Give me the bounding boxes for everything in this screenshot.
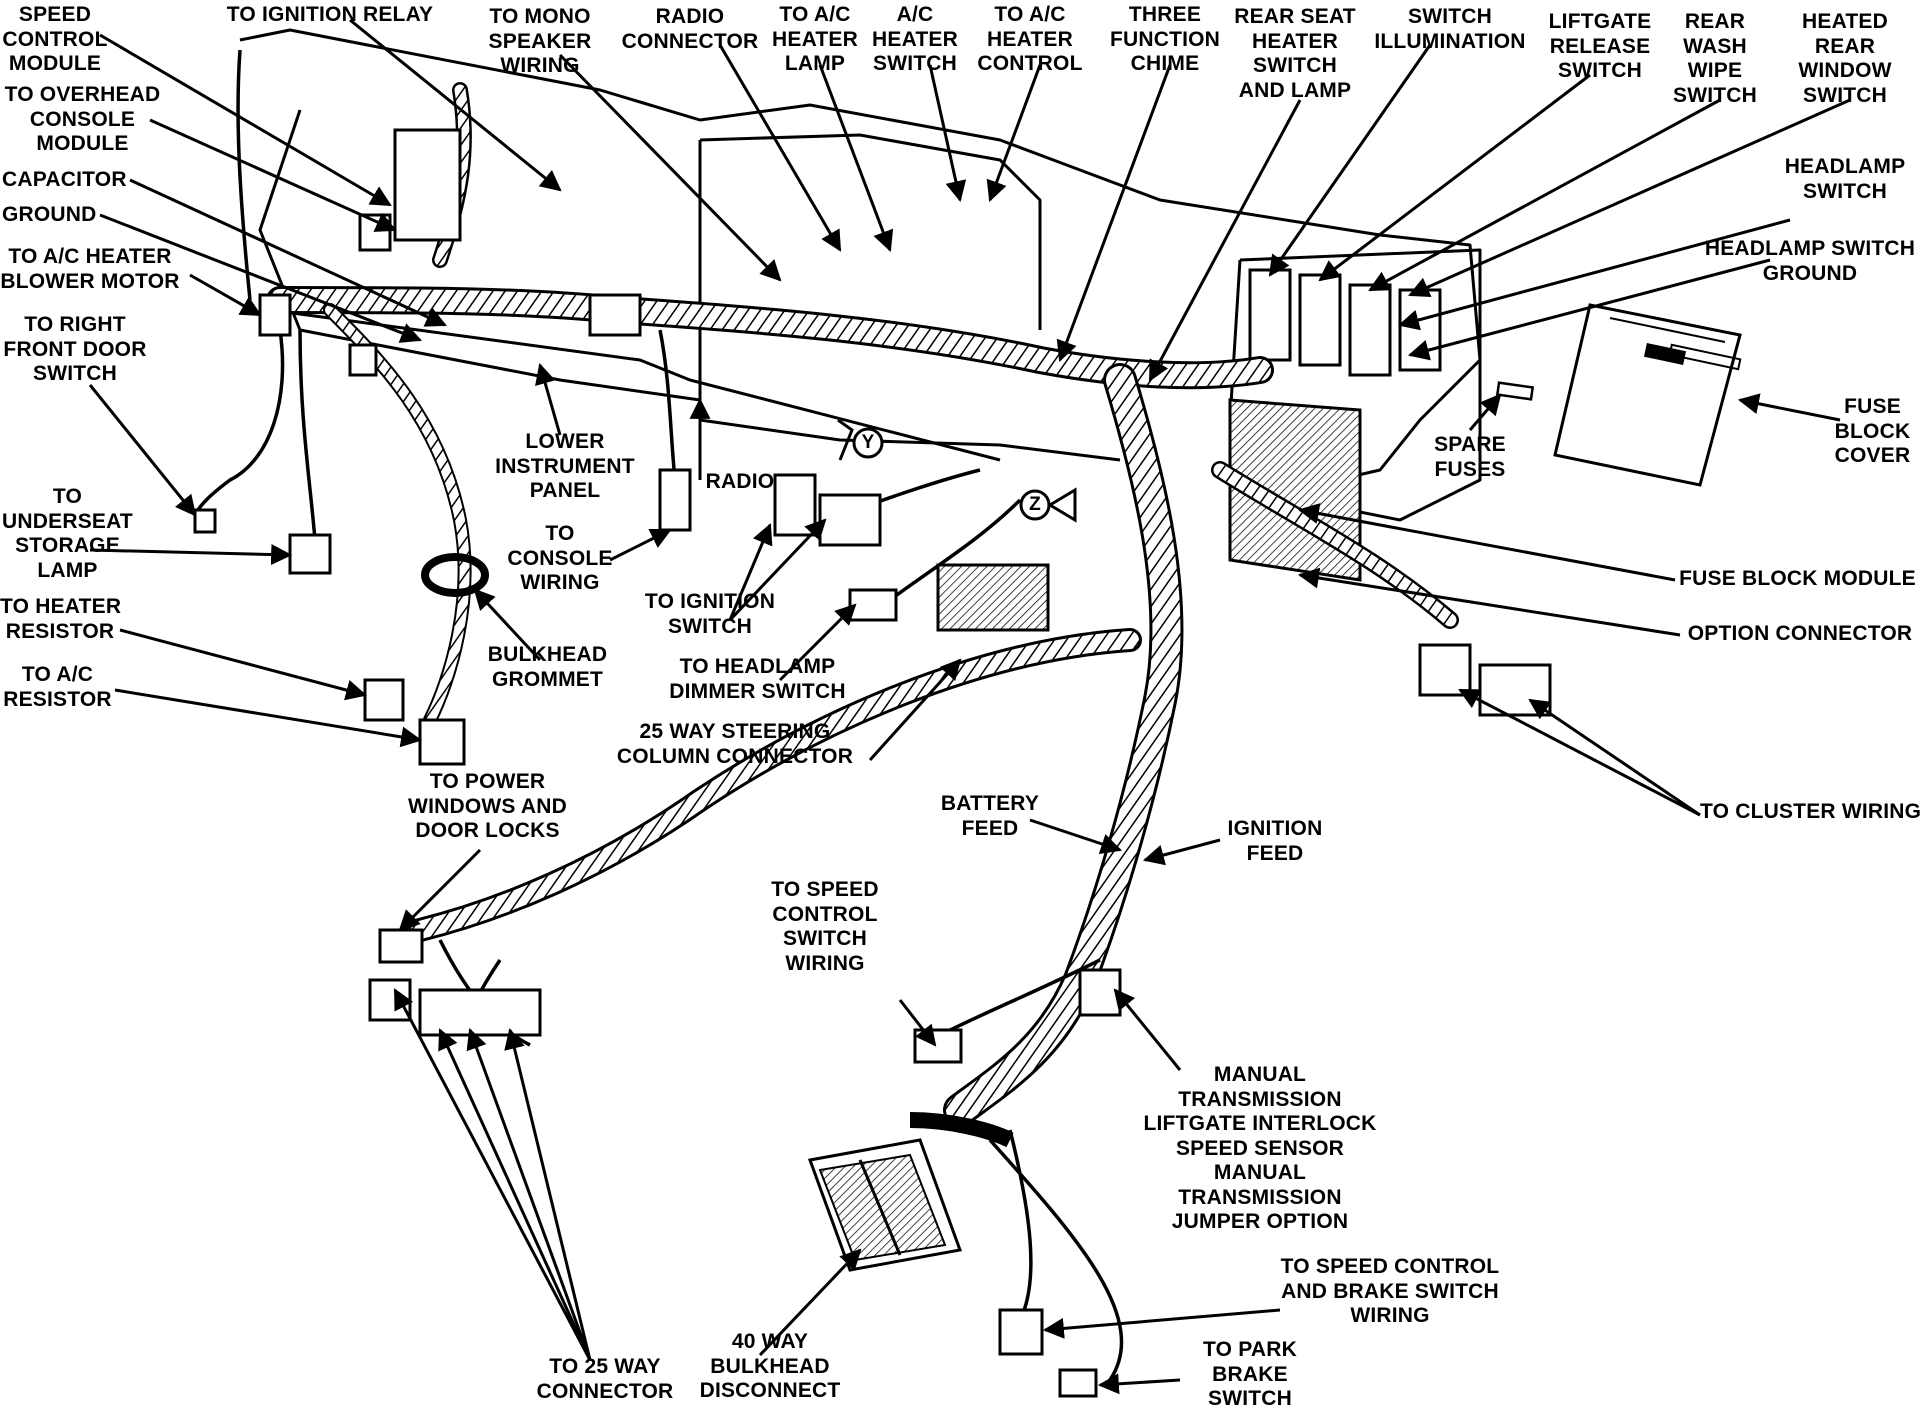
label-battery-feed: BATTERY FEED: [940, 792, 1040, 840]
label-liftgate-release-switch: LIFTGATE RELEASE SWITCH: [1548, 10, 1652, 82]
label-to-speed-control-and-brake-switch-wiring: TO SPEED CONTROL AND BRAKE SWITCH WIRING: [1280, 1255, 1500, 1327]
fuse-block-module: [1228, 268, 1442, 582]
label-switch-illumination: SWITCH ILLUMINATION: [1374, 5, 1526, 53]
label-heated-rear-window-switch: HEATED REAR WINDOW SWITCH: [1798, 10, 1892, 107]
marker-y: [837, 418, 884, 461]
label-option-connector: OPTION CONNECTOR: [1687, 622, 1913, 645]
label-rear-seat-heater-switch-and-lamp: REAR SEAT HEATER SWITCH AND LAMP: [1234, 5, 1356, 102]
bulkhead-disconnect-40-way: [807, 1112, 1014, 1272]
fuse-block-cover: [1553, 303, 1742, 487]
label-ignition-feed: IGNITION FEED: [1227, 817, 1323, 865]
thin-wires: [193, 49, 1124, 1381]
marker-z: [1019, 487, 1077, 523]
label-to-headlamp-dimmer-switch: TO HEADLAMP DIMMER SWITCH: [669, 655, 846, 703]
label-to-mono-speaker-wiring: TO MONO SPEAKER WIRING: [488, 5, 592, 77]
label-radio: RADIO: [705, 470, 775, 493]
label-to-cluster-wiring: TO CLUSTER WIRING: [1700, 800, 1922, 823]
bulkhead-grommet: [421, 553, 489, 597]
marker-y-letter: Y: [861, 432, 875, 453]
label-radio-connector: RADIO CONNECTOR: [621, 5, 759, 53]
label-40-way-bulkhead-disconnect: 40 WAY BULKHEAD DISCONNECT: [699, 1330, 841, 1402]
label-to-ignition-relay: TO IGNITION RELAY: [226, 3, 434, 26]
label-headlamp-switch-ground: HEADLAMP SWITCH GROUND: [1704, 237, 1916, 285]
label-to-overhead-console-module: TO OVERHEAD CONSOLE MODULE: [4, 83, 161, 155]
label-headlamp-switch: HEADLAMP SWITCH: [1784, 155, 1906, 203]
label-to-console-wiring: TO CONSOLE WIRING: [507, 522, 613, 594]
spare-fuse-icon: [1495, 381, 1535, 401]
label-fuse-block-module: FUSE BLOCK MODULE: [1679, 567, 1916, 590]
label-to-ac-resistor: TO A/C RESISTOR: [3, 663, 112, 711]
label-three-function-chime: THREE FUNCTION CHIME: [1109, 3, 1221, 75]
leader-lines: [88, 18, 1851, 1395]
label-steering-column-connector: 25 WAY STEERING COLUMN CONNECTOR: [616, 720, 854, 768]
label-rear-wash-wipe-switch: REAR WASH WIPE SWITCH: [1672, 10, 1758, 107]
main-harness: [266, 82, 1459, 1127]
connectors: [193, 128, 1552, 1398]
label-ac-heater-switch: A/C HEATER SWITCH: [872, 3, 958, 75]
label-speed-control-module: SPEED CONTROL MODULE: [2, 3, 108, 75]
label-spare-fuses: SPARE FUSES: [1434, 433, 1506, 481]
label-to-right-front-door-switch: TO RIGHT FRONT DOOR SWITCH: [3, 313, 147, 385]
label-manual-transmission-block: MANUAL TRANSMISSION LIFTGATE INTERLOCK S…: [1143, 1063, 1377, 1233]
label-to-ac-heater-control: TO A/C HEATER CONTROL: [977, 3, 1083, 75]
label-to-underseat-storage-lamp: TO UNDERSEAT STORAGE LAMP: [2, 485, 133, 582]
label-to-park-brake-switch: TO PARK BRAKE SWITCH: [1203, 1338, 1297, 1410]
label-to-ignition-switch: TO IGNITION SWITCH: [644, 590, 776, 638]
label-to-power-windows-and-door-locks: TO POWER WINDOWS AND DOOR LOCKS: [408, 770, 567, 842]
label-to-speed-control-switch-wiring: TO SPEED CONTROL SWITCH WIRING: [771, 878, 879, 975]
label-to-25-way-connector: TO 25 WAY CONNECTOR: [536, 1355, 674, 1403]
label-to-ac-heater-blower-motor: TO A/C HEATER BLOWER MOTOR: [0, 245, 180, 293]
label-fuse-block-cover: FUSE BLOCK COVER: [1834, 395, 1911, 467]
label-bulkhead-grommet: BULKHEAD GROMMET: [487, 643, 608, 691]
label-lower-instrument-panel: LOWER INSTRUMENT PANEL: [495, 430, 635, 502]
marker-z-letter: Z: [1029, 494, 1041, 515]
label-to-ac-heater-lamp: TO A/C HEATER LAMP: [772, 3, 858, 75]
label-ground: GROUND: [2, 203, 97, 226]
label-capacitor: CAPACITOR: [2, 168, 127, 191]
label-to-heater-resistor: TO HEATER RESISTOR: [0, 595, 122, 643]
